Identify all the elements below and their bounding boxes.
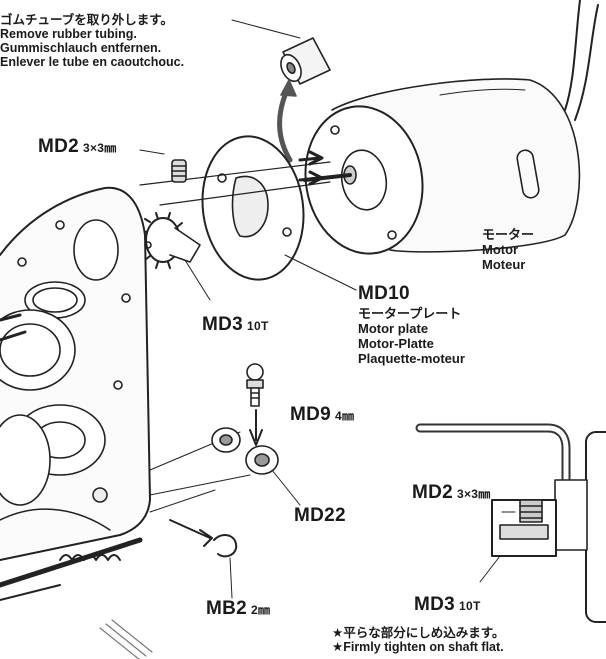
md2-detail-size: 3×3㎜ — [457, 487, 491, 501]
bottom-note: ★平らな部分にしめ込みます。 ★Firmly tighten on shaft … — [332, 626, 504, 654]
label-motor: モーター Motor Moteur — [482, 227, 534, 272]
label-md10: モータープレート Motor plate Motor-Platte Plaque… — [358, 306, 465, 366]
md3-top-code: MD3 — [202, 314, 244, 335]
mb2-size: 2㎜ — [251, 603, 271, 617]
md2-top-size: 3×3㎜ — [83, 141, 117, 155]
md3-pinion-drawing — [139, 212, 211, 301]
md10-fr: Plaquette-moteur — [358, 351, 465, 366]
tube-leader-line — [231, 19, 301, 39]
motor-en: Motor — [482, 242, 519, 257]
bottom-note-en: ★Firmly tighten on shaft flat. — [332, 640, 504, 654]
md22-code: MD22 — [294, 505, 346, 526]
top-note: ゴムチューブを取り外します。 Remove rubber tubing. Gum… — [0, 13, 184, 69]
md2-screw-drawing — [139, 149, 187, 183]
motor-wires — [564, 0, 599, 121]
mb2-code: MB2 — [206, 598, 248, 619]
mb2-eclip-drawing — [169, 519, 238, 599]
label-md10-code: MD10 — [358, 283, 410, 304]
remove-tube-arrow — [277, 85, 293, 163]
top-note-de: Gummischlauch entfernen. — [0, 41, 162, 55]
motor-fr: Moteur — [482, 257, 526, 272]
md22-link-drawing — [211, 427, 301, 506]
top-note-en: Remove rubber tubing. — [0, 27, 137, 41]
md9-size: 4㎜ — [335, 409, 355, 423]
md3-detail-code: MD3 — [414, 594, 456, 615]
label-md22: MD22 — [294, 505, 346, 527]
rubber-tube-drawing — [280, 37, 331, 85]
md2-detail-code: MD2 — [412, 482, 454, 503]
md9-code: MD9 — [290, 404, 332, 425]
md10-ja: モータープレート — [358, 306, 462, 321]
bottom-note-ja: ★平らな部分にしめ込みます。 — [332, 626, 505, 640]
md9-ballstud-drawing — [246, 363, 264, 446]
md3-detail-size: 10T — [459, 599, 481, 613]
md2-top-code: MD2 — [38, 136, 80, 157]
motor-ja: モーター — [482, 227, 535, 242]
detail-inset-drawing — [415, 423, 606, 623]
md10-en: Motor plate — [358, 321, 429, 336]
md10-de: Motor-Platte — [358, 336, 434, 351]
md10-leader-line — [284, 254, 357, 291]
gearbox-drawing — [0, 186, 251, 601]
top-note-fr: Enlever le tube en caoutchouc. — [0, 55, 185, 69]
top-note-ja: ゴムチューブを取り外します。 — [0, 13, 174, 27]
md3-top-size: 10T — [247, 319, 269, 333]
motor-plate-drawing — [201, 135, 357, 291]
motor-drawing — [303, 78, 581, 255]
